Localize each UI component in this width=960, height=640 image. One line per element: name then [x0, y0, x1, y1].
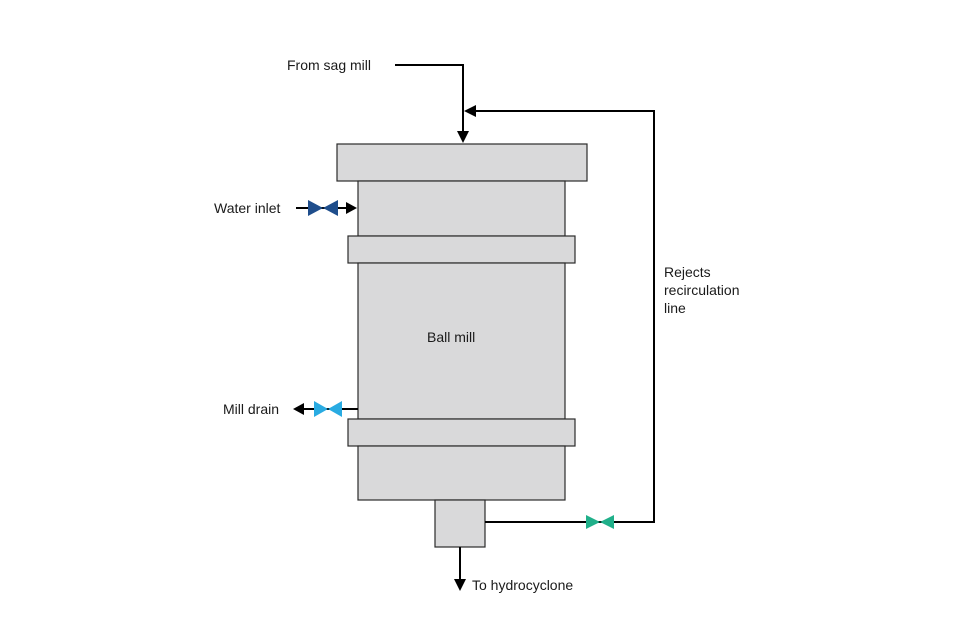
- rejects-label-line-1: Rejects: [664, 264, 711, 280]
- water-inlet-valve-left: [308, 200, 323, 216]
- rejects-valve-icon[interactable]: [586, 515, 614, 529]
- mill-drain-arrow-icon: [293, 403, 304, 415]
- mill-upper-band: [347, 235, 576, 264]
- mill-drain-valve-left: [314, 401, 328, 417]
- water-inlet-label: Water inlet: [214, 200, 281, 216]
- water-inlet-valve-right: [323, 200, 338, 216]
- water-inlet-arrow-icon: [346, 202, 357, 214]
- rejects-valve-left: [586, 515, 600, 529]
- hydrocyclone-line: [454, 547, 466, 591]
- feed-line: [395, 64, 469, 143]
- feed-arrow-icon: [457, 131, 469, 143]
- feed-pipe: [395, 64, 464, 132]
- mill-lower-shell: [357, 445, 566, 501]
- mill-main-shell: [357, 262, 566, 420]
- mill-drain-label: Mill drain: [223, 401, 279, 417]
- mill-drain-valve-icon[interactable]: [314, 401, 342, 417]
- mill-lower-band: [347, 418, 576, 447]
- ball-mill-label: Ball mill: [427, 329, 475, 345]
- mill-discharge-outlet: [434, 499, 486, 548]
- ball-mill: [336, 143, 588, 548]
- mill-upper-shell: [357, 180, 566, 237]
- recirculation-pipe: [475, 110, 655, 523]
- rejects-label-line-2: recirculation: [664, 282, 739, 298]
- water-inlet-valve-icon[interactable]: [308, 200, 338, 216]
- mill-drain-valve-right: [328, 401, 342, 417]
- recirculation-arrow-icon: [464, 105, 476, 117]
- mill-top-flange: [336, 143, 588, 182]
- hydrocyclone-arrow-icon: [454, 579, 466, 591]
- from-sag-mill-label: From sag mill: [287, 57, 371, 73]
- rejects-label-line-3: line: [664, 300, 686, 316]
- recirculation-line: [464, 105, 655, 523]
- to-hydrocyclone-label: To hydrocyclone: [472, 577, 573, 593]
- rejects-valve-right: [600, 515, 614, 529]
